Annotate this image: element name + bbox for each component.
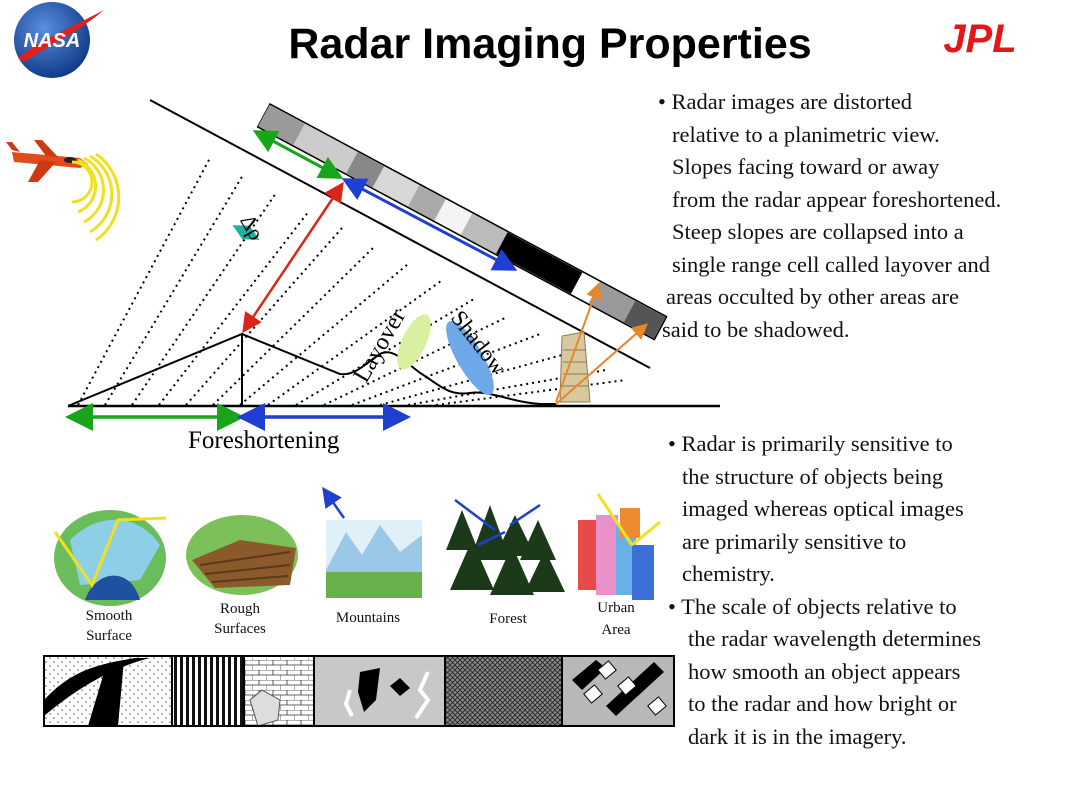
green-slant-arrow xyxy=(252,130,344,179)
forest-icon xyxy=(446,499,565,595)
bullet-line: how smooth an object appears xyxy=(688,658,961,684)
surface-label-line1: Smooth xyxy=(86,608,133,624)
terrain-profile xyxy=(67,332,556,407)
shadow-area xyxy=(446,321,494,395)
rough-surfaces-icon xyxy=(186,515,298,595)
bullet-line: the radar wavelength determines xyxy=(688,626,981,651)
bullets-top: • Radar images are distorted relative to… xyxy=(658,86,1001,346)
airplane-icon xyxy=(6,140,88,182)
svg-text:NASA: NASA xyxy=(24,30,81,52)
orange-arrow-2 xyxy=(555,323,649,405)
blue-slant-arrow xyxy=(341,178,518,271)
surface-label-line1: Rough xyxy=(220,601,261,617)
delta-rho-label: Δρ xyxy=(235,210,269,244)
leaning-tower-icon xyxy=(559,331,591,403)
radar-image-strip xyxy=(256,102,668,341)
bullet-line: • Radar is primarily sensitive to xyxy=(668,431,953,456)
foreshortening-label: Foreshortening xyxy=(188,427,340,454)
surface-label-line2: Surface xyxy=(86,628,132,644)
urban-area-icon xyxy=(578,493,661,600)
bullet-line: the structure of objects being xyxy=(682,463,944,489)
bullet-line: chemistry. xyxy=(682,561,775,586)
mountains-icon xyxy=(322,486,422,598)
red-range-arrow xyxy=(242,181,344,334)
surface-label-line2: Surfaces xyxy=(214,621,266,637)
delta-rho-arrow xyxy=(232,225,260,240)
surface-label-line1: Forest xyxy=(489,611,527,627)
texture-strip xyxy=(43,655,675,727)
bullet-line: • Radar images are distorted xyxy=(658,89,913,114)
jpl-logo: JPL xyxy=(943,17,1016,61)
nasa-logo: NASA xyxy=(14,2,104,78)
page-title: Radar Imaging Properties xyxy=(288,20,812,68)
bullet-line: areas occulted by other areas are xyxy=(666,284,959,309)
orange-arrow-1 xyxy=(555,282,602,403)
bullet-line: Slopes facing toward or away xyxy=(672,154,940,179)
bullet-line: from the radar appear foreshortened. xyxy=(672,186,1002,212)
radar-wave-icon xyxy=(71,152,121,242)
surface-label-line1: Urban xyxy=(597,600,635,616)
smooth-surface-icon xyxy=(53,510,167,606)
bullet-line: are primarily sensitive to xyxy=(682,528,907,554)
bullet-line: relative to a planimetric view. xyxy=(672,121,940,147)
bullet-line: single range cell called layover and xyxy=(672,251,990,277)
bullet-line: said to be shadowed. xyxy=(662,316,850,342)
surface-label-line1: Mountains xyxy=(336,610,400,626)
bullet-line: dark it is in the imagery. xyxy=(688,723,907,749)
bullet-line: • The scale of objects relative to xyxy=(668,593,957,619)
layover-area xyxy=(397,314,431,370)
svg-text:JPL: JPL xyxy=(943,17,1016,61)
bullet-line: imaged whereas optical images xyxy=(682,496,964,521)
surface-label-line2: Area xyxy=(601,622,630,638)
bullet-line: to the radar and how bright or xyxy=(688,691,957,716)
bullets-bottom: • Radar is primarily sensitive to the st… xyxy=(668,428,981,753)
bullet-line: Steep slopes are collapsed into a xyxy=(672,219,964,244)
